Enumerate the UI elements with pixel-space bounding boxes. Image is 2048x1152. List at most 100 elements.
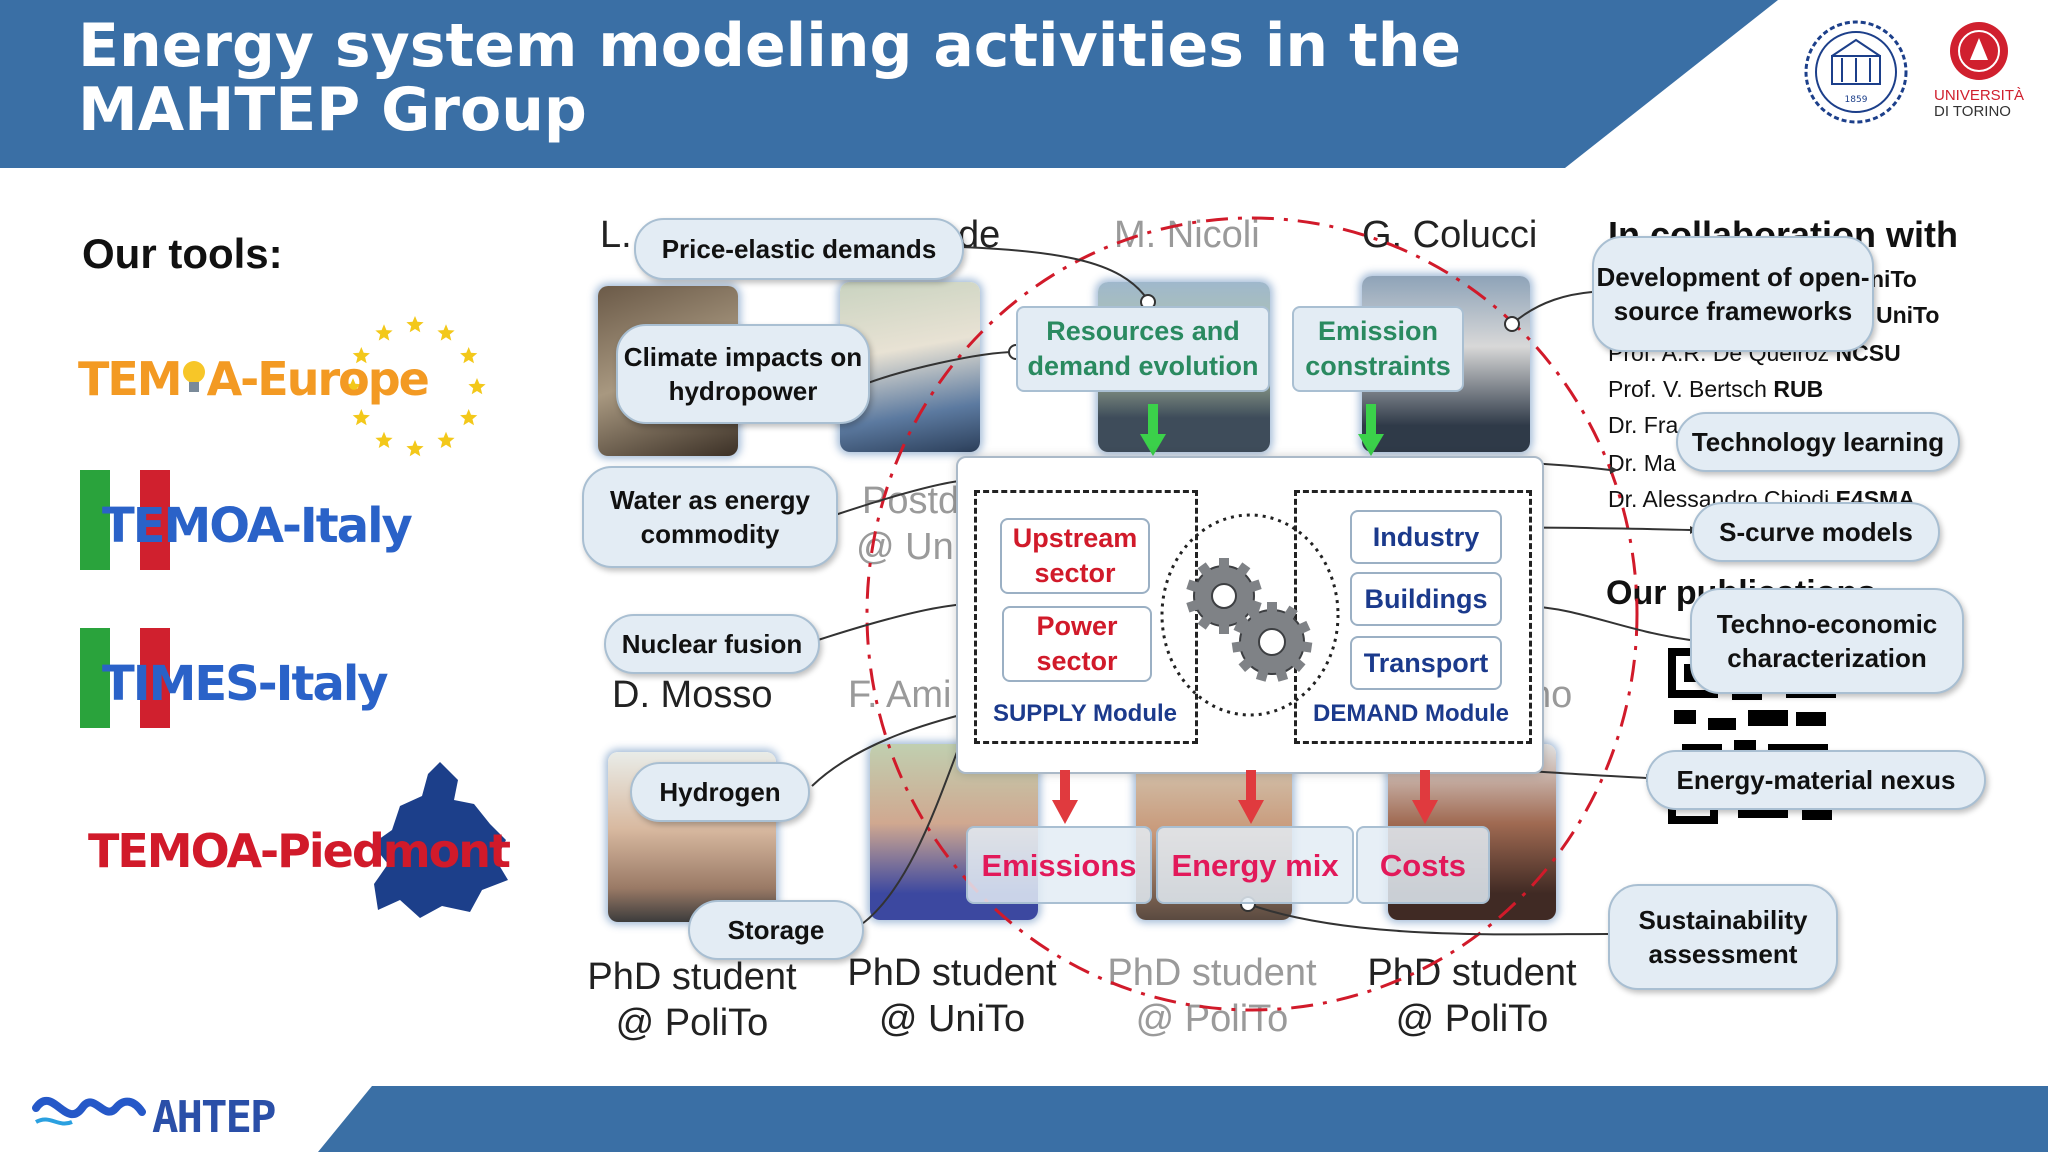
gear-tooth [1238,656,1255,672]
tool-temoa-europe: TEM A-Europe [78,352,430,406]
collab-line-3: Dr. Fra [1608,412,1679,438]
gear-tooth [1186,579,1201,593]
gear-tooth [1247,579,1262,593]
gear-tooth [1275,667,1289,682]
gear-tooth [1219,622,1229,634]
eu-star [406,316,424,333]
gear-tooth [1233,620,1249,635]
eu-star [437,324,455,341]
eu-stars-icon [344,316,486,457]
power-sector-box: Power sector [1002,606,1152,682]
mahtep-logo-text: AHTEP [152,1092,276,1143]
red-down-arrow-icon [1412,770,1438,824]
role-3-title: PhD student [1107,952,1317,994]
collab-fragment-2: UniTo [1876,302,1940,328]
gear-tooth [1197,562,1213,578]
bubble-nuclear-fusion: Nuclear fusion [604,614,820,674]
supply-module-label: SUPPLY Module [992,700,1178,727]
bubble-energy-material-nexus: Energy-material nexus [1646,750,1986,810]
eu-star [344,378,362,395]
green-down-arrow-icon [1140,404,1166,456]
collab-name-2: Prof. V. Bertsch [1608,376,1767,402]
title-banner [0,0,1778,168]
transport-box: Transport [1350,636,1502,690]
eu-star [468,378,486,395]
temoa-europe-suffix: A-Europe [206,352,430,406]
supply-module-frame [974,490,1198,744]
tool-temoa-piedmont: TEMOA-Piedmont [88,824,511,878]
bubble-technology-learning: Technology learning [1676,412,1960,472]
gear-tooth [1267,602,1277,614]
person-name-mosso: D. Mosso [612,674,773,716]
bubble-water-energy-commodity: Water as energy commodity [582,466,838,568]
footer-bar [318,1086,2048,1152]
role-3: PhD student@ PoliTo [1096,950,1328,1042]
italy-flag-icon [80,470,170,570]
role-4: PhD student@ PoliTo [1356,950,1588,1042]
person-name-l: L. [600,214,632,256]
role-2-org: @ UniTo [878,998,1026,1040]
person-org-unito: @ Uni [856,526,963,568]
eu-star [375,431,393,448]
person-name-de: de [958,214,1001,256]
piedmont-map-icon [372,762,508,918]
industry-box: Industry [1350,510,1502,564]
gear-tooth [1186,599,1201,613]
collab-line-2: Prof. V. Bertsch RUB [1608,376,1823,403]
temoa-europe-prefix: TEM [78,352,183,406]
unito-seal-icon [1950,22,2008,80]
role-1: PhD student@ PoliTo [576,954,808,1046]
red-down-arrow-icon [1052,770,1078,824]
lightbulb-icon [181,356,207,392]
green-down-arrow-icon [1358,404,1384,456]
bubble-s-curve-models: S-curve models [1692,502,1940,562]
role-1-org: @ PoliTo [615,1002,769,1044]
bubble-storage: Storage [688,900,864,960]
demand-module-frame [1294,490,1532,744]
eu-star [460,409,478,426]
unito-line1: UNIVERSITÀ [1934,87,2025,104]
italy-flag-icon [80,628,170,728]
eu-star [437,431,455,448]
eu-star [406,440,424,457]
upstream-sector-box: Upstream sector [1000,518,1150,594]
role-2: PhD student@ UniTo [836,950,1068,1042]
bubble-sustainability-assessment: Sustainability assessment [1608,884,1838,990]
gear-tooth [1295,620,1311,635]
role-4-org: @ PoliTo [1395,998,1549,1040]
gear-tooth [1282,605,1298,622]
person-name-nicoli: M. Nicoli [1114,214,1260,256]
bubble-hydrogen: Hydrogen [630,762,810,822]
output-emissions: Emissions [966,826,1152,904]
role-4-title: PhD student [1367,952,1577,994]
gear-tooth [1231,641,1245,653]
collab-fragment-1: niTo [1870,266,1917,292]
mahtep-wave-logo-icon [32,1097,146,1126]
eu-star [460,347,478,364]
unito-line2: DI TORINO [1934,103,2011,120]
buildings-box: Buildings [1350,572,1502,626]
gears-icon [1160,513,1340,717]
collab-line-4: Dr. Ma [1608,450,1676,476]
gear-tooth [1235,562,1251,578]
tool-times-italy: TIMES-Italy [102,656,389,712]
gear-tooth [1219,558,1229,570]
gear-tooth [1246,605,1262,622]
person-name-colucci: G. Colucci [1362,214,1538,256]
demand-module-label: DEMAND Module [1313,700,1509,727]
person-name-ami: F. Ami [848,674,952,716]
role-3-org: @ PoliTo [1135,998,1289,1040]
gear-tooth [1289,656,1306,672]
eu-star [352,409,370,426]
output-energy-mix: Energy mix [1156,826,1354,904]
bubble-techno-economic-characterization: Techno-economic characterization [1690,588,1964,694]
bubble-climate-impacts-hydropower: Climate impacts on hydropower [616,324,870,424]
bubble-open-source-frameworks: Development of open-source frameworks [1592,236,1874,352]
gear-tooth [1197,614,1213,630]
emission-constraints-box: Emission constraints [1292,306,1464,392]
tools-heading: Our tools: [82,230,283,277]
eu-star [352,347,370,364]
role-1-title: PhD student [587,956,797,998]
role-2-title: PhD student [847,952,1057,994]
resources-demand-box: Resources and demand evolution [1016,306,1270,392]
